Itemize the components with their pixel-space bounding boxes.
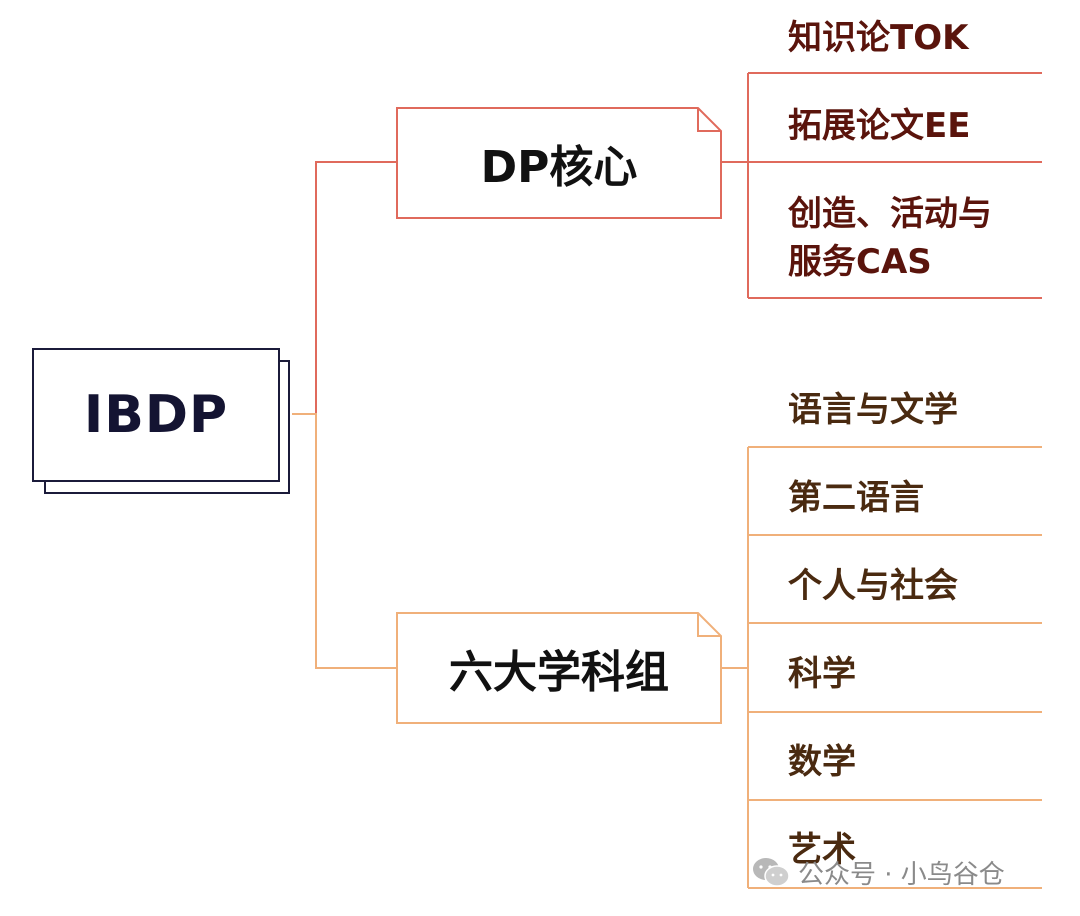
leaf-individuals-societies: 个人与社会 bbox=[788, 566, 958, 606]
leaf-second-language: 第二语言 bbox=[788, 478, 924, 518]
connector-root-core bbox=[292, 161, 396, 415]
leaf-arts: 艺术 bbox=[788, 830, 856, 870]
branch-label-dp-core: DP核心 bbox=[480, 142, 638, 193]
root-label: IBDP bbox=[83, 385, 229, 445]
watermark-text: 公众号 · 小鸟谷仓 bbox=[798, 859, 1005, 890]
note-shape bbox=[396, 107, 722, 219]
branch-label-subject-groups: 六大学科组 bbox=[449, 647, 669, 698]
note-shape bbox=[396, 612, 722, 724]
wechat-icon bbox=[753, 858, 790, 887]
branch-node-dp-core: DP核心 bbox=[396, 107, 722, 219]
leaf-language-literature: 语言与文学 bbox=[788, 390, 958, 430]
leaf-cas-line2: 服务CAS bbox=[788, 242, 932, 282]
root-node: IBDP bbox=[32, 348, 280, 482]
connector-root-groups bbox=[292, 413, 396, 669]
leaf-cas-line1: 创造、活动与 bbox=[788, 194, 992, 234]
leaf-mathematics: 数学 bbox=[788, 742, 856, 782]
leaf-ee: 拓展论文EE bbox=[788, 106, 971, 146]
leaf-sciences: 科学 bbox=[788, 654, 856, 694]
leaf-tok: 知识论TOK bbox=[788, 18, 969, 58]
branch-node-subject-groups: 六大学科组 bbox=[396, 612, 722, 724]
watermark: 公众号 · 小鸟谷仓 bbox=[752, 852, 1005, 892]
